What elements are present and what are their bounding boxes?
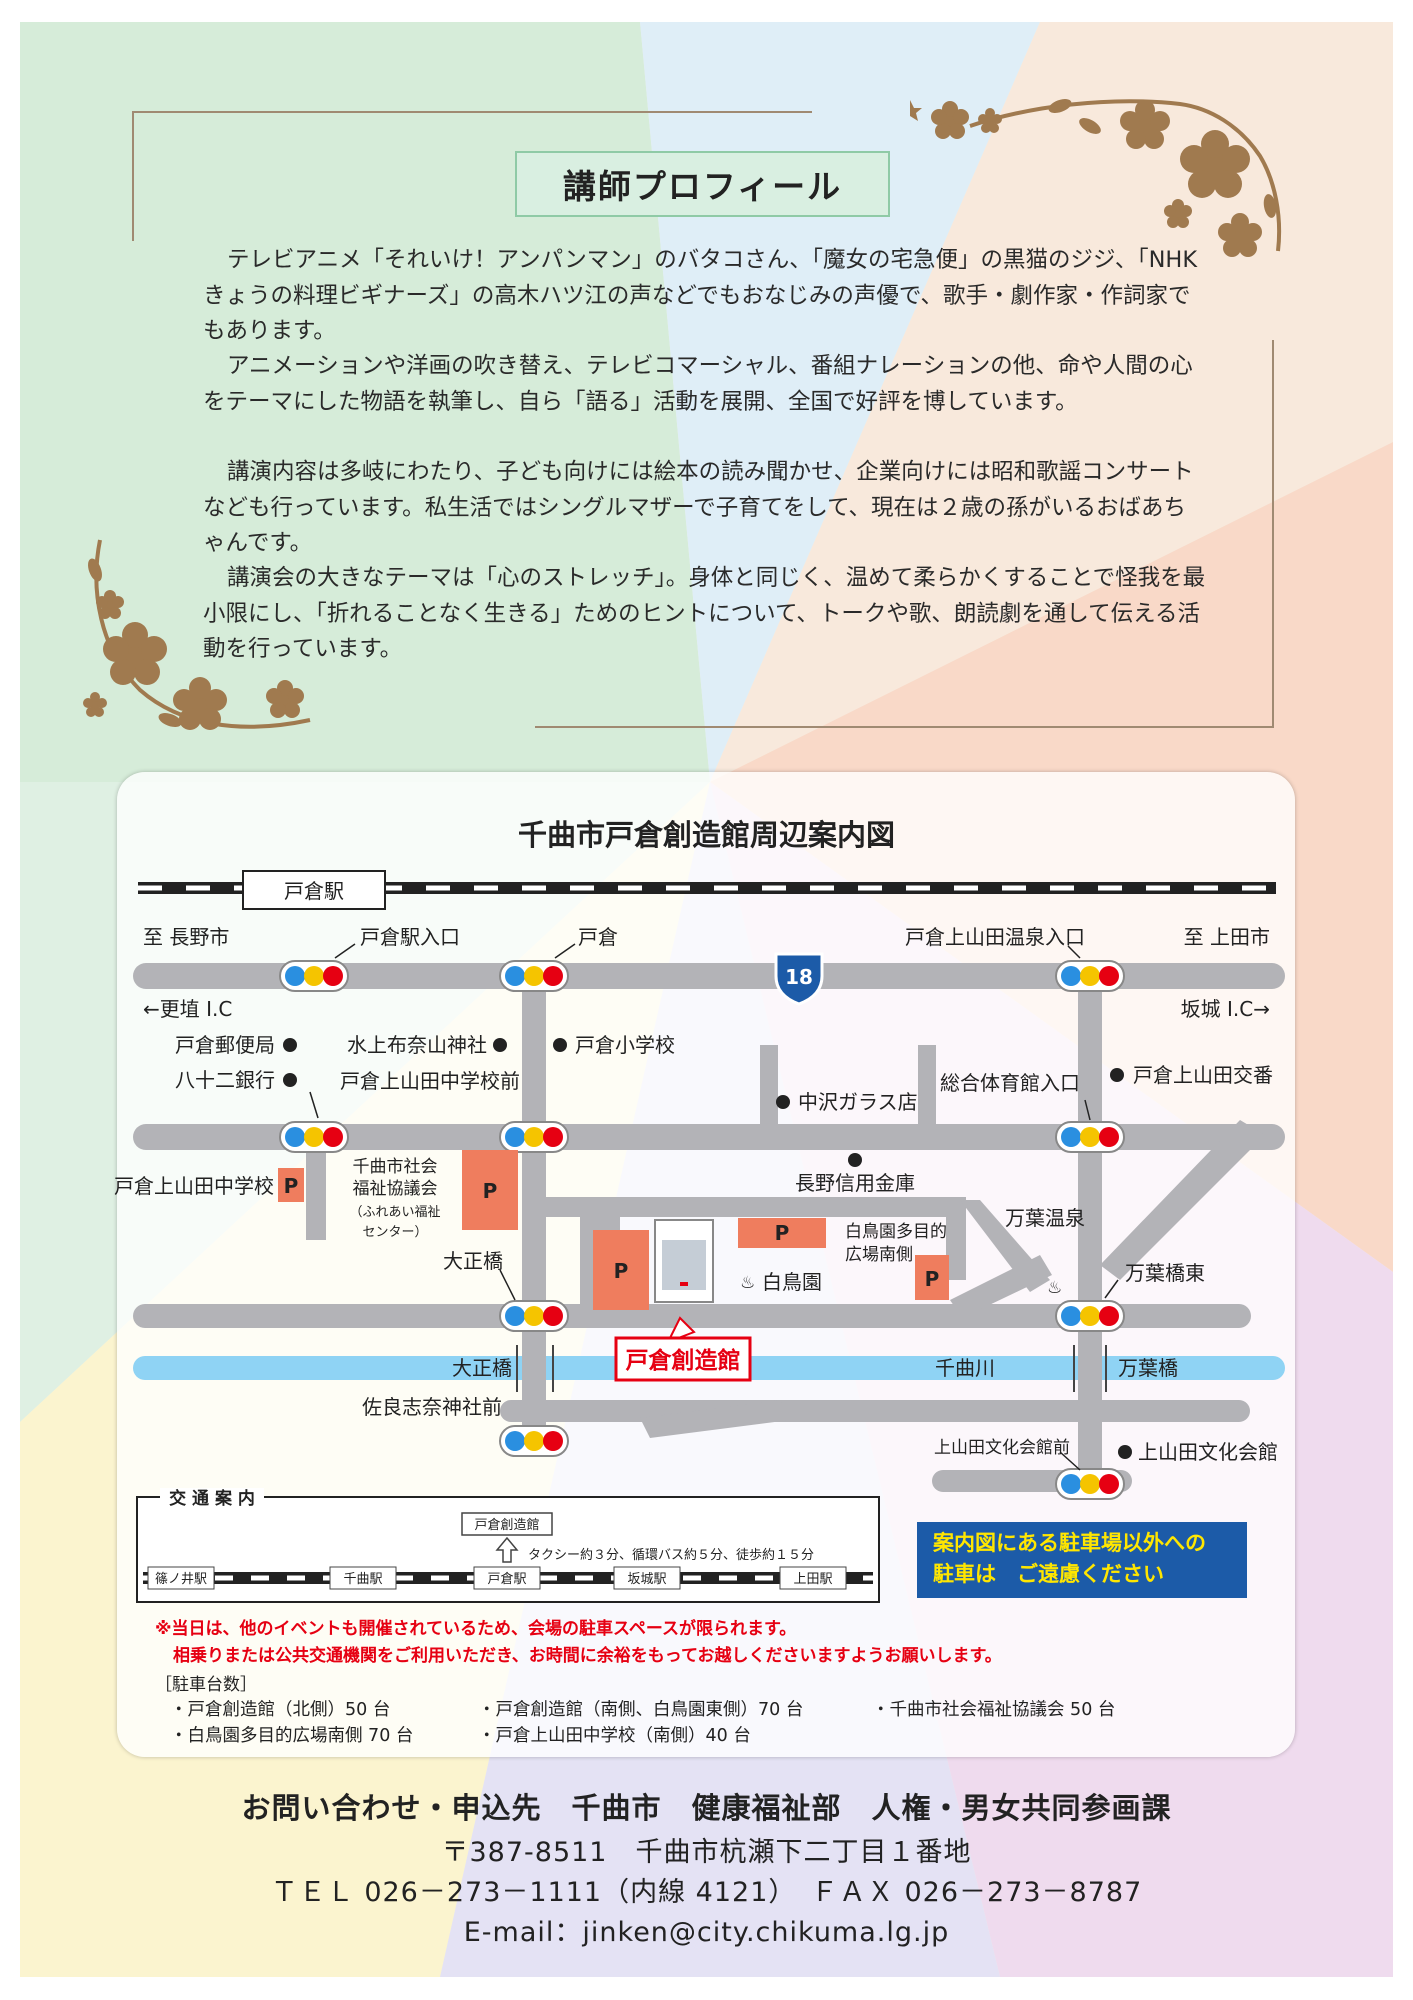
parking-notice-line-1: 案内図にある駐車場以外への (933, 1531, 1206, 1555)
label-shrine: 水上布奈山神社 (347, 1033, 487, 1057)
label-welfare-4: センター） (362, 1225, 427, 1240)
label-river: 千曲川 (935, 1356, 995, 1380)
landmark-dots (283, 1038, 1132, 1459)
station-label: 戸倉駅 (284, 879, 344, 903)
label-tokura-eki-iriguchi: 戸倉駅入口 (360, 925, 460, 949)
label-hakuchoen: 白鳥園 (762, 1270, 822, 1294)
svg-text:P: P (775, 1221, 790, 1245)
label-taisho-bridge-north: 大正橋 (443, 1249, 503, 1273)
venue-label: 戸倉創造館 (626, 1347, 741, 1374)
label-tokura: 戸倉 (578, 925, 618, 949)
label-bunka-hall: 上山田文化会館 (1138, 1440, 1278, 1464)
flower-decoration-bottom-left (83, 539, 311, 730)
parking-item-1: ・戸倉創造館（北側）50 台 (170, 1700, 391, 1720)
contact-section: お問い合わせ・申込先 千曲市 健康福祉部 人権・男女共同参画課 〒387-851… (0, 1785, 1413, 1953)
warning-text: ※当日は、他のイベントも開催されているため、会場の駐車スペースが限られます。 相… (155, 1616, 1255, 1670)
station-tokura: 戸倉駅 (487, 1572, 526, 1587)
label-koshoku-ic: ←更埴 I.C (143, 997, 232, 1021)
parking-lots: P P P P P (278, 1150, 949, 1310)
frame-line-right (1272, 340, 1274, 728)
label-credit-union: 長野信用金庫 (795, 1171, 915, 1195)
station-chikuma: 千曲駅 (343, 1572, 382, 1587)
label-to-nagano: 至 長野市 (143, 925, 229, 949)
parking-count-heading: ［駐車台数］ (155, 1675, 257, 1695)
label-gym: 総合体育館入口 (940, 1071, 1080, 1095)
frame-line-left (132, 111, 134, 241)
label-glass-shop: 中沢ガラス店 (798, 1090, 918, 1114)
traffic-lights (279, 960, 1125, 1500)
station-ueda: 上田駅 (793, 1572, 832, 1587)
svg-text:P: P (284, 1174, 299, 1198)
flower-decoration-top-right (910, 99, 1282, 257)
profile-paragraph-1: テレビアニメ「それいけ！アンパンマン」のバタコさん、「魔女の宅急便」の黒猫のジジ… (203, 247, 1198, 344)
label-to-ueda: 至 上田市 (1184, 925, 1270, 949)
label-manyo-onsen: 万葉温泉 (1005, 1206, 1085, 1230)
parking-item-2: ・戸倉創造館（南側、白鳥園東側）70 台 (478, 1700, 804, 1720)
label-jhs-mae: 戸倉上山田中学校前 (340, 1069, 520, 1093)
profile-paragraph-4: 講演会の大きなテーマは「心のストレッチ」。身体と同じく、温めて柔らかくすることで… (203, 565, 1206, 662)
profile-paragraph-3: 講演内容は多岐にわたり、子ども向けには絵本の読み聞かせ、企業向けには昭和歌謡コン… (203, 459, 1194, 556)
frame-line-bottom (535, 726, 1274, 728)
svg-text:P: P (614, 1259, 629, 1283)
svg-text:P: P (925, 1267, 940, 1291)
parking-item-4: ・白鳥園多目的広場南側 70 台 (170, 1726, 414, 1746)
station-box (242, 870, 386, 910)
railway (138, 882, 1276, 894)
traffic-note: タクシー約３分、循環バス約５分、徒歩約１５分 (528, 1548, 814, 1563)
traffic-guide: 交 通 案 内 戸倉創造館 タクシー約３分、循環バス約５分、徒歩約１５分 篠ノ井… (136, 1488, 880, 1603)
contact-address: 〒387-8511 千曲市杭瀬下二丁目１番地 (441, 1837, 972, 1868)
contact-heading: お問い合わせ・申込先 千曲市 健康福祉部 人権・男女共同参画課 (241, 1791, 1172, 1825)
venue-building: 戸倉創造館 (614, 1219, 752, 1382)
frame-line-top (132, 111, 812, 113)
label-sarashina-shrine: 佐良志奈神社前 (362, 1395, 502, 1419)
label-manyo-east: 万葉橋東 (1125, 1261, 1205, 1285)
label-welfare-2: 福祉協議会 (353, 1179, 438, 1199)
onsen-icon-2: ♨ (1047, 1278, 1062, 1298)
contact-email[interactable]: E-mail：jinken@city.chikuma.lg.jp (463, 1917, 950, 1948)
traffic-venue: 戸倉創造館 (474, 1518, 539, 1533)
route-18-shield: 18 (774, 952, 824, 1006)
label-bunka-mae: 上山田文化会館前 (934, 1438, 1070, 1458)
label-welfare-3: （ふれあい福祉 (349, 1205, 440, 1220)
label-jhs: 戸倉上山田中学校 (114, 1174, 274, 1198)
parking-notice: 案内図にある駐車場以外への 駐車は ご遠慮ください (917, 1522, 1247, 1598)
label-bank: 八十二銀行 (175, 1068, 275, 1092)
label-taisho-bridge: 大正橋 (452, 1356, 512, 1380)
parking-item-5: ・戸倉上山田中学校（南側）40 台 (478, 1726, 751, 1746)
label-welfare-1: 千曲市社会 (353, 1157, 438, 1177)
traffic-guide-title: 交 通 案 内 (169, 1488, 255, 1509)
label-sakaki-ic: 坂城 I.C→ (1181, 997, 1270, 1021)
label-manyo-bridge: 万葉橋 (1118, 1356, 1178, 1380)
map-title: 千曲市戸倉創造館周辺案内図 (517, 818, 895, 852)
station-shinonoi: 篠ノ井駅 (155, 1572, 207, 1587)
parking-item-3: ・千曲市社会福祉協議会 50 台 (872, 1700, 1116, 1720)
warning-line-1: ※当日は、他のイベントも開催されているため、会場の駐車スペースが限られます。 (155, 1619, 797, 1639)
label-koban: 戸倉上山田交番 (1133, 1063, 1273, 1087)
contact-tel-fax: ＴＥＬ 026－273－1111（内線 4121） ＦＡＸ 026－273－87… (270, 1877, 1143, 1908)
station-sakaki: 坂城駅 (627, 1572, 666, 1587)
warning-line-2: 相乗りまたは公共交通機関をご利用いただき、お時間に余裕をもってお越しくださいます… (173, 1646, 1002, 1666)
label-hakuchoen-plaza-1: 白鳥園多目的 (845, 1222, 947, 1242)
svg-text:P: P (483, 1179, 498, 1203)
svg-text:18: 18 (785, 965, 813, 989)
onsen-icon: ♨ (740, 1273, 755, 1293)
label-post-office: 戸倉郵便局 (175, 1033, 275, 1057)
label-elementary-school: 戸倉小学校 (575, 1033, 675, 1057)
label-hakuchoen-plaza-2: 広場南側 (845, 1245, 913, 1265)
parking-notice-line-2: 駐車は ご遠慮ください (933, 1562, 1164, 1586)
profile-title: 講師プロフィール (515, 151, 890, 217)
label-onsen-iriguchi: 戸倉上山田温泉入口 (905, 925, 1085, 949)
profile-paragraph-2: アニメーションや洋画の吹き替え、テレビコマーシャル、番組ナレーションの他、命や人… (203, 353, 1193, 415)
